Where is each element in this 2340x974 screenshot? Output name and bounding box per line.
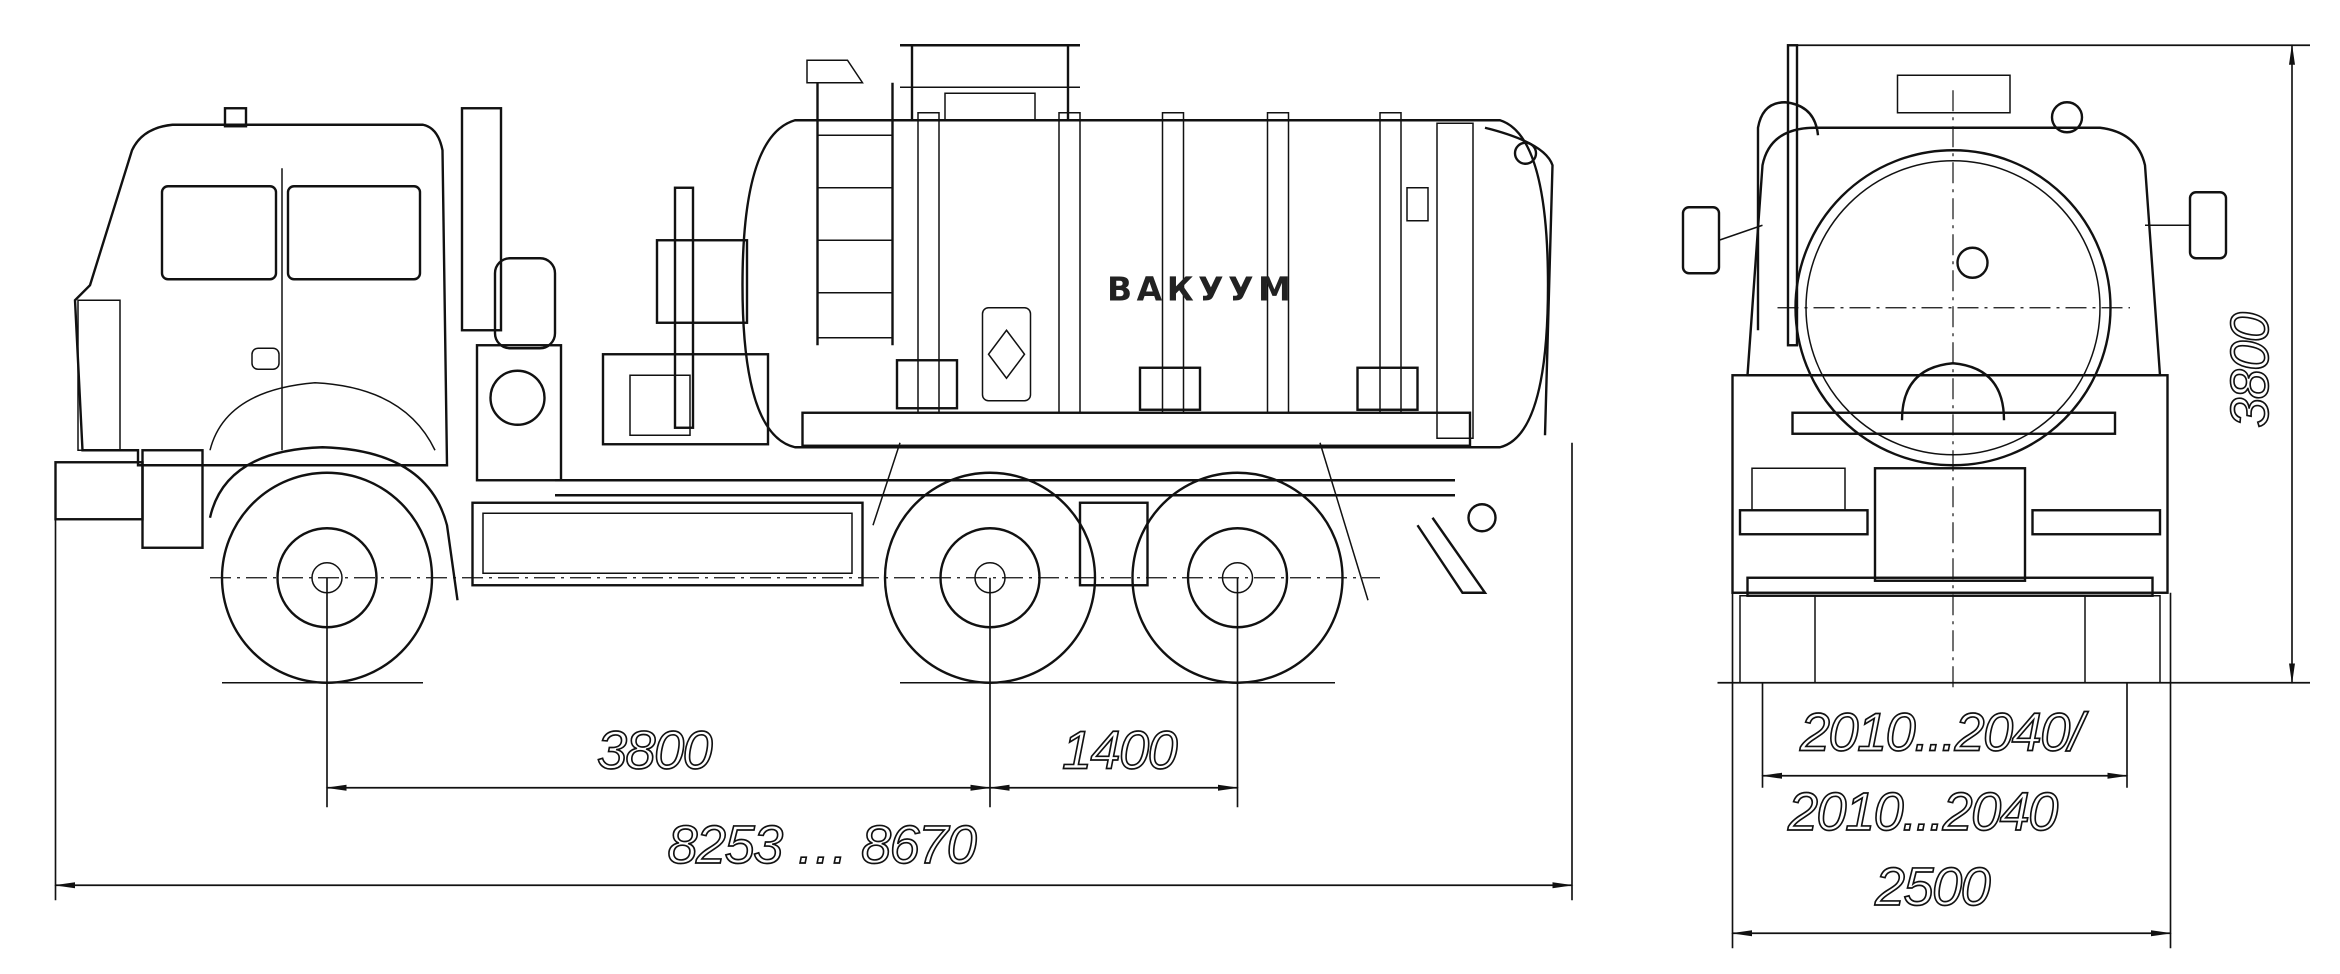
rear-dimensions: 3800 2010...2040/ 2010...2040 2500 — [1717, 43, 2310, 949]
truck-cab — [54, 107, 449, 549]
dim-overall-length: 8253 … 8670 — [668, 815, 977, 875]
front-fender — [208, 446, 459, 601]
chassis-frame — [471, 411, 1497, 601]
dim-track-upper: 2010...2040/ — [1799, 702, 2089, 762]
tank-label: ВАКУУМ — [1107, 269, 1295, 308]
tank: ВАКУУМ — [741, 112, 1554, 449]
dim-track-lower: 2010...2040 — [1787, 782, 2058, 842]
exhaust-pipe — [460, 107, 503, 332]
ladder — [816, 82, 894, 346]
dim-overall-width: 2500 — [1874, 857, 1991, 917]
dim-wheelbase-rear: 1400 — [1062, 720, 1178, 780]
pump-unit — [601, 186, 770, 446]
side-view: ВАКУУМ — [54, 44, 1574, 901]
top-platform — [806, 44, 1080, 122]
rear-view: 3800 2010...2040/ 2010...2040 2500 — [1681, 43, 2310, 949]
side-dimensions: 3800 1400 8253 … 8670 — [54, 442, 1574, 901]
dim-wheelbase-front: 3800 — [597, 720, 713, 780]
dim-height: 3800 — [2220, 312, 2280, 428]
